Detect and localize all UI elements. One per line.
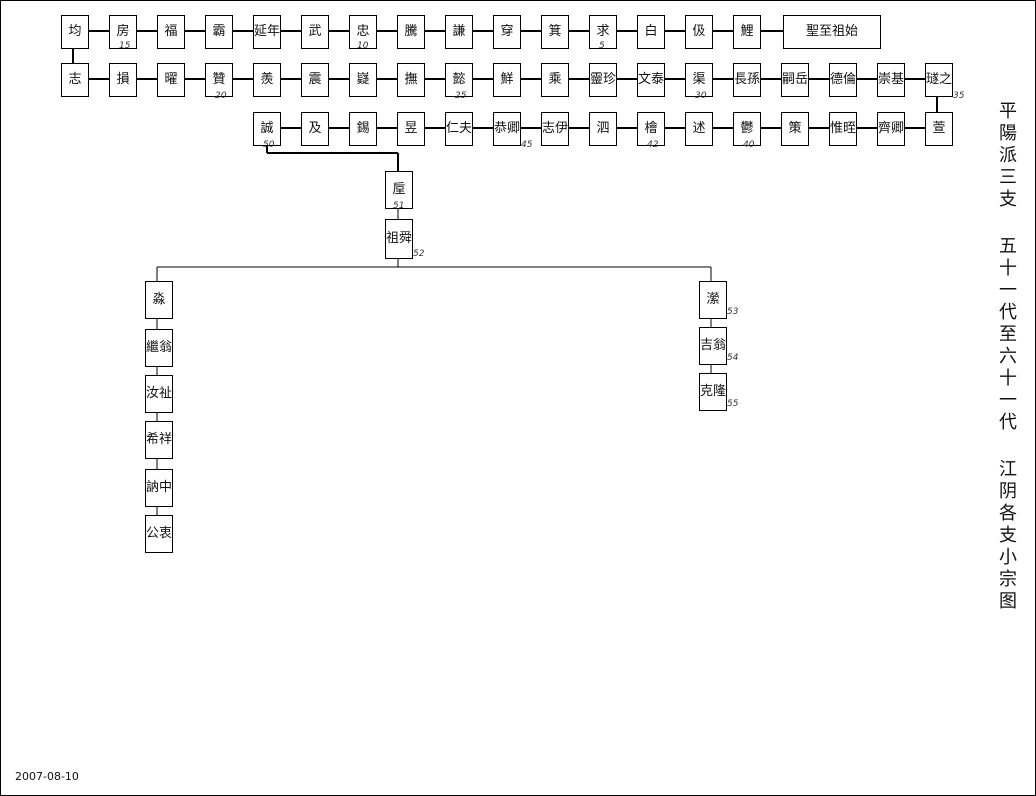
row2-node-14: 渠	[685, 63, 713, 97]
row1-node-3: 福	[157, 15, 185, 49]
row1-node-11: 箕	[541, 15, 569, 49]
row3-node-13: 惟晊	[829, 112, 857, 146]
gen-15: 15	[119, 41, 131, 51]
row1-node-7: 忠	[349, 15, 377, 49]
gen-20: 20	[215, 91, 227, 101]
row2-node-13: 文泰	[637, 63, 665, 97]
row1-node-1: 均	[61, 15, 89, 49]
gen-42: 42	[647, 140, 659, 150]
row3-node-9: 檜	[637, 112, 665, 146]
vertical-title: 平陽派三支 五十一代至六十一代 江阴各支小宗图	[996, 101, 1017, 613]
row2-node-6: 震	[301, 63, 329, 97]
row3-node-1: 誠	[253, 112, 281, 146]
right-branch-node-1: 瀠	[699, 281, 727, 319]
main-chain-node-1: 垕	[385, 171, 413, 209]
row3-node-11: 鬱	[733, 112, 761, 146]
gen-52: 52	[413, 249, 425, 259]
left-branch-node-5: 訥中	[145, 469, 173, 507]
row1-node-8: 騰	[397, 15, 425, 49]
left-branch-node-2: 繼翁	[145, 329, 173, 367]
row1-node-4: 霸	[205, 15, 233, 49]
row3-node-12: 策	[781, 112, 809, 146]
row2-node-1: 志	[61, 63, 89, 97]
row1-node-9: 謙	[445, 15, 473, 49]
row3-node-10: 述	[685, 112, 713, 146]
gen-54: 54	[727, 353, 739, 363]
left-branch-node-3: 汝祉	[145, 375, 173, 413]
gen-51: 51	[393, 201, 405, 211]
main-chain-node-2: 祖舜	[385, 219, 413, 259]
row2-node-8: 撫	[397, 63, 425, 97]
row2-node-2: 損	[109, 63, 137, 97]
row2-node-17: 德倫	[829, 63, 857, 97]
gen-10: 10	[357, 41, 369, 51]
date-label: 2007-08-10	[15, 770, 79, 783]
left-branch-node-6: 公衷	[145, 515, 173, 553]
row2-node-7: 嶷	[349, 63, 377, 97]
gen-45: 45	[521, 140, 533, 150]
row3-node-3: 錫	[349, 112, 377, 146]
row3-node-15: 萱	[925, 112, 953, 146]
row1-node-2: 房	[109, 15, 137, 49]
row2-node-11: 乘	[541, 63, 569, 97]
row1-node-14: 伋	[685, 15, 713, 49]
row1-node-13: 白	[637, 15, 665, 49]
row2-node-4: 贊	[205, 63, 233, 97]
row3-node-4: 昱	[397, 112, 425, 146]
row2-node-18: 崇基	[877, 63, 905, 97]
gen-55: 55	[727, 399, 739, 409]
row3-node-14: 齊卿	[877, 112, 905, 146]
row2-node-10: 鮮	[493, 63, 521, 97]
row2-node-15: 長孫	[733, 63, 761, 97]
row2-node-12: 靈珍	[589, 63, 617, 97]
gen-40: 40	[743, 140, 755, 150]
row1-node-12: 求	[589, 15, 617, 49]
gen-30: 30	[695, 91, 707, 101]
row3-node-2: 及	[301, 112, 329, 146]
row1-node-16: 聖至祖始	[783, 15, 881, 49]
right-branch-node-2: 吉翁	[699, 327, 727, 365]
left-branch-node-1: 淼	[145, 281, 173, 319]
gen-5: 5	[599, 41, 605, 51]
row2-node-5: 羨	[253, 63, 281, 97]
row3-node-5: 仁夫	[445, 112, 473, 146]
gen-25: 25	[455, 91, 467, 101]
gen-50: 50	[263, 140, 275, 150]
gen-35: 35	[953, 91, 965, 101]
row3-node-6: 恭卿	[493, 112, 521, 146]
row3-node-7: 志伊	[541, 112, 569, 146]
row2-node-3: 曜	[157, 63, 185, 97]
row2-node-16: 嗣岳	[781, 63, 809, 97]
row2-node-9: 懿	[445, 63, 473, 97]
row1-node-6: 武	[301, 15, 329, 49]
row2-node-19: 璲之	[925, 63, 953, 97]
row1-node-5: 延年	[253, 15, 281, 49]
right-branch-node-3: 克隆	[699, 373, 727, 411]
row1-node-10: 穿	[493, 15, 521, 49]
row1-node-15: 鯉	[733, 15, 761, 49]
row3-node-8: 泗	[589, 112, 617, 146]
left-branch-node-4: 希祥	[145, 421, 173, 459]
gen-53: 53	[727, 307, 739, 317]
